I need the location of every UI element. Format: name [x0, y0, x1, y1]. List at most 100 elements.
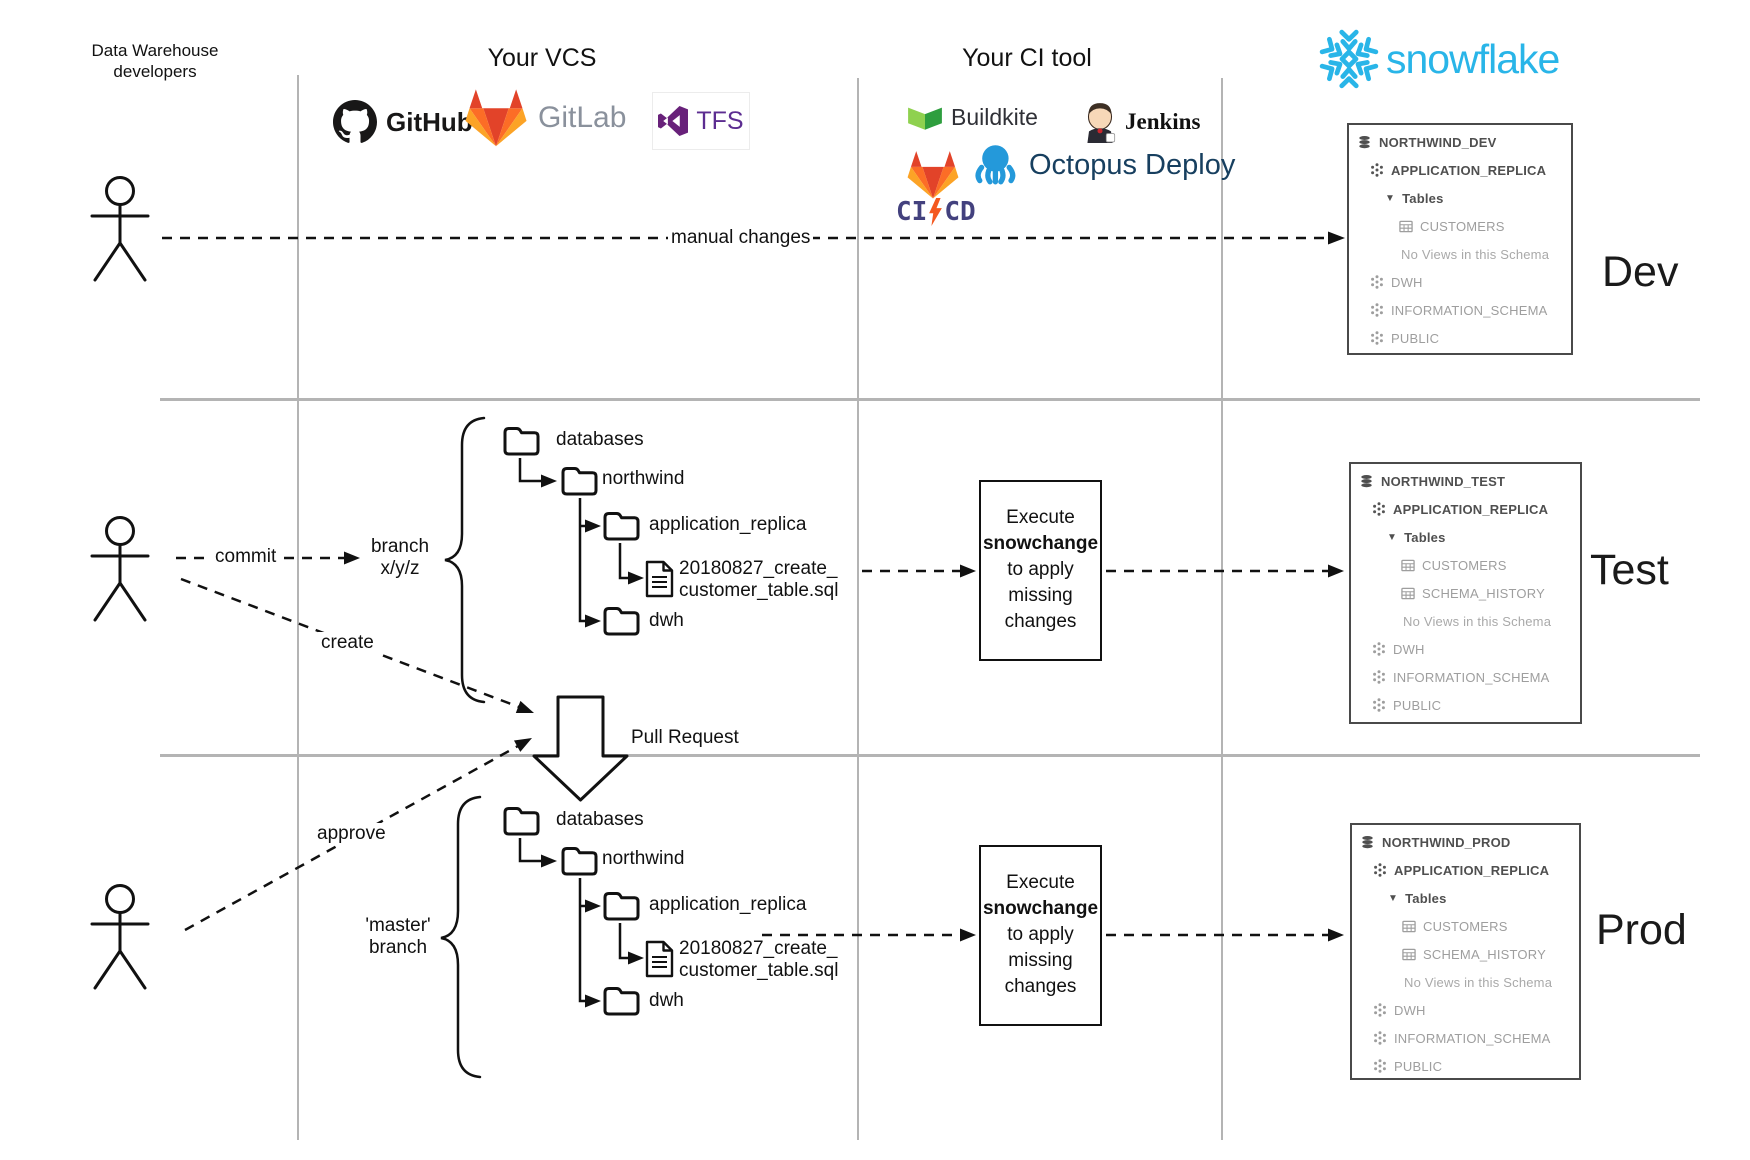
jenkins-logo-label: Jenkins: [1125, 109, 1201, 134]
env-label-dev: Dev: [1602, 248, 1679, 296]
folder-icon: [561, 847, 598, 876]
env-label-prod: Prod: [1596, 906, 1687, 954]
schema-name: PUBLIC: [1391, 330, 1440, 346]
database-icon: [1357, 135, 1372, 150]
snowflake-icon: [1318, 28, 1380, 90]
table-icon: [1402, 948, 1416, 961]
snowflake-panel-dev: NORTHWIND_DEV APPLICATION_REPLICA ▼Table…: [1347, 123, 1573, 355]
folder-icon: [603, 892, 640, 921]
github-logo-label: GitHub: [386, 106, 473, 137]
schema-name: APPLICATION_REPLICA: [1391, 162, 1547, 178]
schema-icon: [1373, 1003, 1387, 1017]
arrow-approve: [184, 738, 532, 932]
schema-icon: [1372, 698, 1386, 712]
stick-figure-dev: [90, 176, 150, 282]
buildkite-icon: [908, 105, 942, 131]
no-views-note: No Views in this Schema: [1403, 613, 1552, 629]
brace-branch-xyz: [444, 416, 486, 704]
buildkite-logo: Buildkite: [908, 104, 1038, 131]
arrow-snowchange-to-test-db: [1106, 564, 1344, 578]
schema-name: DWH: [1394, 1002, 1426, 1018]
snowchange-box-test: Execute snowchange to apply missing chan…: [979, 480, 1102, 661]
manual-changes-label: manual changes: [668, 227, 814, 249]
tree-label-databases: databases: [556, 429, 644, 450]
tree-label-dwh: dwh: [649, 610, 684, 631]
table-name: SCHEMA_HISTORY: [1422, 585, 1545, 601]
folder-icon: [603, 512, 640, 541]
schema-icon: [1372, 642, 1386, 656]
schema-name: INFORMATION_SCHEMA: [1394, 1030, 1551, 1046]
octopus-deploy-logo: Octopus Deploy: [972, 144, 1235, 186]
schema-icon: [1373, 863, 1387, 877]
commit-label: commit: [212, 546, 280, 568]
stick-figure-prod: [90, 884, 150, 990]
chevron-down-icon[interactable]: ▼: [1387, 531, 1398, 543]
snowflake-logo: snowflake: [1318, 28, 1560, 90]
schema-icon: [1370, 275, 1384, 289]
tree-label-northwind: northwind: [602, 848, 685, 869]
folder-icon: [603, 607, 640, 636]
divider-vertical-3: [1221, 78, 1223, 1140]
folder-icon: [603, 987, 640, 1016]
master-branch-label: 'master' branch: [365, 915, 431, 958]
folder-icon: [503, 427, 540, 456]
schema-icon: [1372, 502, 1386, 516]
env-label-test: Test: [1590, 546, 1669, 594]
visual-studio-icon: [658, 106, 688, 136]
schema-icon: [1373, 1059, 1387, 1073]
table-name: SCHEMA_HISTORY: [1423, 946, 1546, 962]
schema-name: PUBLIC: [1394, 1058, 1443, 1074]
sql-file-icon: [645, 560, 674, 598]
github-logo: GitHub: [333, 100, 473, 144]
db-name: NORTHWIND_TEST: [1381, 473, 1506, 489]
schema-icon: [1373, 1031, 1387, 1045]
tree-label-northwind: northwind: [602, 468, 685, 489]
gitlab-fox-icon: [464, 88, 528, 148]
cicd-ci-label: CI: [896, 197, 928, 227]
octopus-icon: [972, 144, 1020, 186]
tree-label-sql-file: 20180827_create_ customer_table.sql: [679, 558, 839, 601]
arrow-prod-to-snowchange: [762, 928, 976, 942]
db-name: NORTHWIND_PROD: [1382, 834, 1511, 850]
cicd-cd-label: CD: [944, 197, 976, 227]
database-icon: [1360, 835, 1375, 850]
repo-tree-prod: [503, 807, 674, 1016]
gitlab-fox-icon: [906, 150, 960, 200]
arrow-test-to-snowchange: [862, 564, 976, 578]
table-name: CUSTOMERS: [1422, 557, 1507, 573]
chevron-down-icon[interactable]: ▼: [1388, 892, 1399, 904]
schema-name: PUBLIC: [1393, 697, 1442, 713]
tree-label-sql-file: 20180827_create_ customer_table.sql: [679, 938, 839, 981]
jenkins-butler-icon: [1082, 100, 1118, 144]
table-name: CUSTOMERS: [1423, 918, 1508, 934]
create-label: create: [318, 632, 377, 654]
cicd-logo: CI CD: [896, 197, 976, 227]
buildkite-logo-label: Buildkite: [951, 104, 1038, 130]
branch-xyz-label: branch x/y/z: [370, 536, 430, 579]
repo-tree-test: [503, 427, 674, 636]
divider-horizontal-1: [160, 398, 1700, 401]
snowflake-logo-label: snowflake: [1386, 35, 1560, 82]
approve-label: approve: [314, 823, 389, 845]
schema-icon: [1370, 163, 1384, 177]
snowflake-panel-test: NORTHWIND_TEST APPLICATION_REPLICA ▼Tabl…: [1349, 462, 1582, 724]
tree-label-application-replica: application_replica: [649, 514, 807, 535]
schema-name: INFORMATION_SCHEMA: [1391, 302, 1548, 318]
column-title-ci: Your CI tool: [962, 44, 1092, 72]
jenkins-logo: Jenkins: [1082, 100, 1200, 144]
db-name: NORTHWIND_DEV: [1379, 134, 1497, 150]
tfs-logo: TFS: [652, 92, 750, 150]
sql-file-icon: [645, 940, 674, 978]
schema-icon: [1370, 303, 1384, 317]
no-views-note: No Views in this Schema: [1401, 246, 1550, 262]
chevron-down-icon[interactable]: ▼: [1385, 192, 1396, 204]
schema-name: DWH: [1391, 274, 1423, 290]
snowchange-box-prod: Execute snowchange to apply missing chan…: [979, 845, 1102, 1026]
folder-icon: [561, 467, 598, 496]
tables-label: Tables: [1405, 890, 1447, 906]
divider-vertical-1: [297, 75, 299, 1140]
gitlab-cicd-fox: [906, 150, 960, 200]
table-icon: [1401, 587, 1415, 600]
table-icon: [1402, 920, 1416, 933]
gitlab-logo-label: GitLab: [538, 101, 627, 134]
